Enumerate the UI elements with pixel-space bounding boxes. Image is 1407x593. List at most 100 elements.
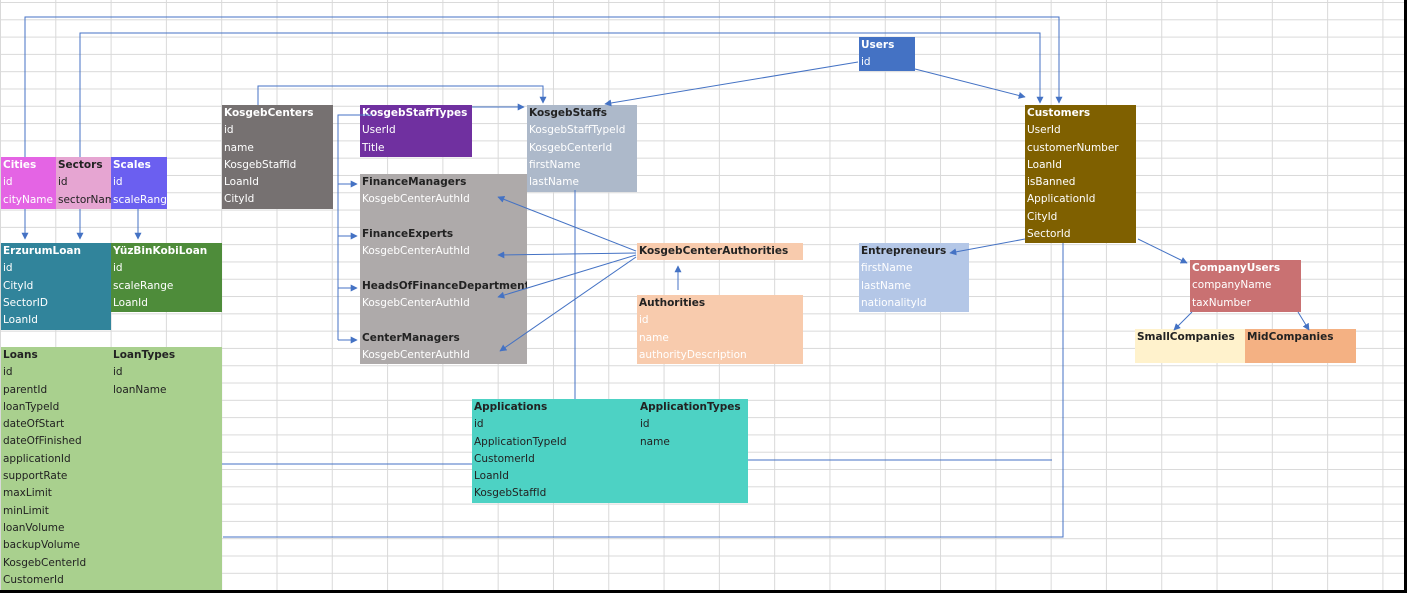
- table-title: FinanceManagers: [362, 176, 467, 188]
- table-field: KosgebStaffTypeId: [529, 124, 626, 137]
- connector-users-kosgebstaffs: [604, 61, 859, 107]
- table-center-managers[interactable]: CenterManagers KosgebCenterAuthId: [360, 330, 527, 365]
- table-field: maxLimit: [3, 487, 52, 500]
- table-scales[interactable]: Scales id scaleRange: [111, 157, 167, 209]
- table-customers[interactable]: Customers UserId customerNumber LoanId i…: [1025, 105, 1136, 243]
- connector-companyusers-mid: [1297, 311, 1310, 331]
- table-field: applicationId: [3, 452, 71, 465]
- table-field: companyName: [1192, 279, 1272, 292]
- table-field: lastName: [529, 176, 579, 189]
- table-title: CenterManagers: [362, 332, 460, 344]
- table-field: id: [3, 366, 13, 379]
- table-field: minLimit: [3, 504, 49, 517]
- table-field: authorityDescription: [639, 348, 747, 361]
- table-field: LoanId: [1027, 158, 1062, 171]
- table-field: CityId: [1027, 210, 1058, 223]
- table-field: KosgebStaffId: [474, 487, 547, 500]
- table-field: name: [639, 331, 669, 344]
- table-field: parentId: [3, 383, 48, 396]
- table-application-types[interactable]: ApplicationTypes id name: [638, 399, 748, 451]
- window-edge: [1404, 0, 1407, 593]
- table-field: LoanId: [3, 314, 38, 327]
- table-title: ErzurumLoan: [3, 245, 81, 257]
- table-field: id: [224, 124, 234, 137]
- table-field: sectorName: [58, 193, 111, 206]
- table-small-companies[interactable]: SmallCompanies: [1135, 329, 1245, 363]
- table-field: id: [3, 176, 13, 189]
- table-field: KosgebStaffId: [224, 158, 297, 171]
- table-title: ApplicationTypes: [640, 401, 741, 413]
- table-field: id: [639, 314, 649, 327]
- table-field: SectorId: [1027, 228, 1071, 241]
- table-heads-of-finance-department[interactable]: HeadsOfFinanceDepartment KosgebCenterAut…: [360, 278, 527, 313]
- table-users[interactable]: Users id: [859, 37, 915, 71]
- table-sectors[interactable]: Sectors id sectorName: [56, 157, 111, 209]
- table-field: lastName: [861, 279, 911, 292]
- table-field: id: [861, 56, 871, 69]
- table-authorities[interactable]: Authorities id name authorityDescription: [637, 295, 803, 364]
- table-field: SectorID: [3, 296, 48, 309]
- table-field: Title: [362, 141, 385, 154]
- table-kosgeb-staffs[interactable]: KosgebStaffs KosgebStaffTypeId KosgebCen…: [527, 105, 637, 192]
- table-title: HeadsOfFinanceDepartment: [362, 280, 527, 292]
- table-title: FinanceExperts: [362, 228, 454, 240]
- table-field: id: [3, 262, 13, 275]
- table-field: loanTypeId: [3, 400, 60, 413]
- table-field: id: [113, 176, 123, 189]
- table-field: dateOfStart: [3, 418, 65, 431]
- connector-companyusers-small: [1173, 311, 1193, 331]
- table-entrepreneurs[interactable]: Entrepreneurs firstName lastName nationa…: [859, 243, 969, 312]
- table-field: CityId: [3, 279, 34, 292]
- table-title: KosgebCenters: [224, 107, 314, 119]
- table-kosgeb-staff-types[interactable]: KosgebStaffTypes UserId Title: [360, 105, 472, 157]
- table-cities[interactable]: Cities id cityName: [1, 157, 56, 209]
- table-field: CityId: [224, 193, 255, 206]
- table-title: KosgebStaffs: [529, 107, 607, 119]
- table-field: loanName: [113, 383, 167, 396]
- table-erzurum-loan[interactable]: ErzurumLoan id CityId SectorID LoanId: [1, 243, 111, 330]
- table-field: KosgebCenterAuthId: [362, 193, 470, 206]
- table-field: name: [224, 141, 254, 154]
- table-field: id: [113, 262, 123, 275]
- table-field: id: [113, 366, 123, 379]
- table-title: KosgebStaffTypes: [362, 107, 468, 119]
- table-loan-types[interactable]: LoanTypes id loanName: [111, 347, 222, 399]
- table-field: LoanId: [474, 470, 509, 483]
- table-field: id: [640, 418, 650, 431]
- table-title: Customers: [1027, 107, 1091, 119]
- table-title: LoanTypes: [113, 349, 176, 361]
- table-field: cityName: [3, 193, 53, 206]
- table-field: firstName: [861, 262, 913, 275]
- table-title: SmallCompanies: [1137, 331, 1235, 343]
- table-field: scaleRange: [113, 279, 174, 292]
- table-title: Scales: [113, 159, 151, 171]
- table-field: KosgebCenterId: [529, 141, 613, 154]
- table-title: Entrepreneurs: [861, 245, 947, 257]
- table-title: YüzBinKobiLoan: [113, 245, 208, 257]
- table-mid-companies[interactable]: MidCompanies: [1245, 329, 1356, 363]
- table-field: scaleRange: [113, 193, 167, 206]
- table-field: name: [640, 435, 670, 448]
- table-title: KosgebCenterAuthorities: [639, 245, 789, 257]
- table-field: backupVolume: [3, 539, 81, 552]
- table-finance-managers[interactable]: FinanceManagers KosgebCenterAuthId: [360, 174, 527, 209]
- table-title: Loans: [3, 349, 38, 361]
- table-kosgeb-centers[interactable]: KosgebCenters id name KosgebStaffId Loan…: [222, 105, 333, 209]
- table-company-users[interactable]: CompanyUsers companyName taxNumber: [1190, 260, 1301, 312]
- connector-customers-companyusers: [1137, 238, 1188, 264]
- table-title: CompanyUsers: [1192, 262, 1281, 274]
- connector-users-customers: [914, 68, 1026, 99]
- table-field: ApplicationId: [1027, 193, 1096, 206]
- table-field: LoanId: [224, 176, 259, 189]
- table-yuzbin-kobi-loan[interactable]: YüzBinKobiLoan id scaleRange LoanId: [111, 243, 222, 312]
- table-title: MidCompanies: [1247, 331, 1334, 343]
- table-kosgeb-center-authorities[interactable]: KosgebCenterAuthorities: [637, 243, 803, 260]
- table-field: supportRate: [3, 470, 68, 483]
- table-title: Users: [861, 39, 895, 51]
- table-field: LoanId: [113, 296, 148, 309]
- table-loans[interactable]: Loans id parentId loanTypeId dateOfStart…: [1, 347, 222, 590]
- table-field: firstName: [529, 158, 581, 171]
- table-finance-experts[interactable]: FinanceExperts KosgebCenterAuthId: [360, 226, 527, 261]
- table-title: Sectors: [58, 159, 103, 171]
